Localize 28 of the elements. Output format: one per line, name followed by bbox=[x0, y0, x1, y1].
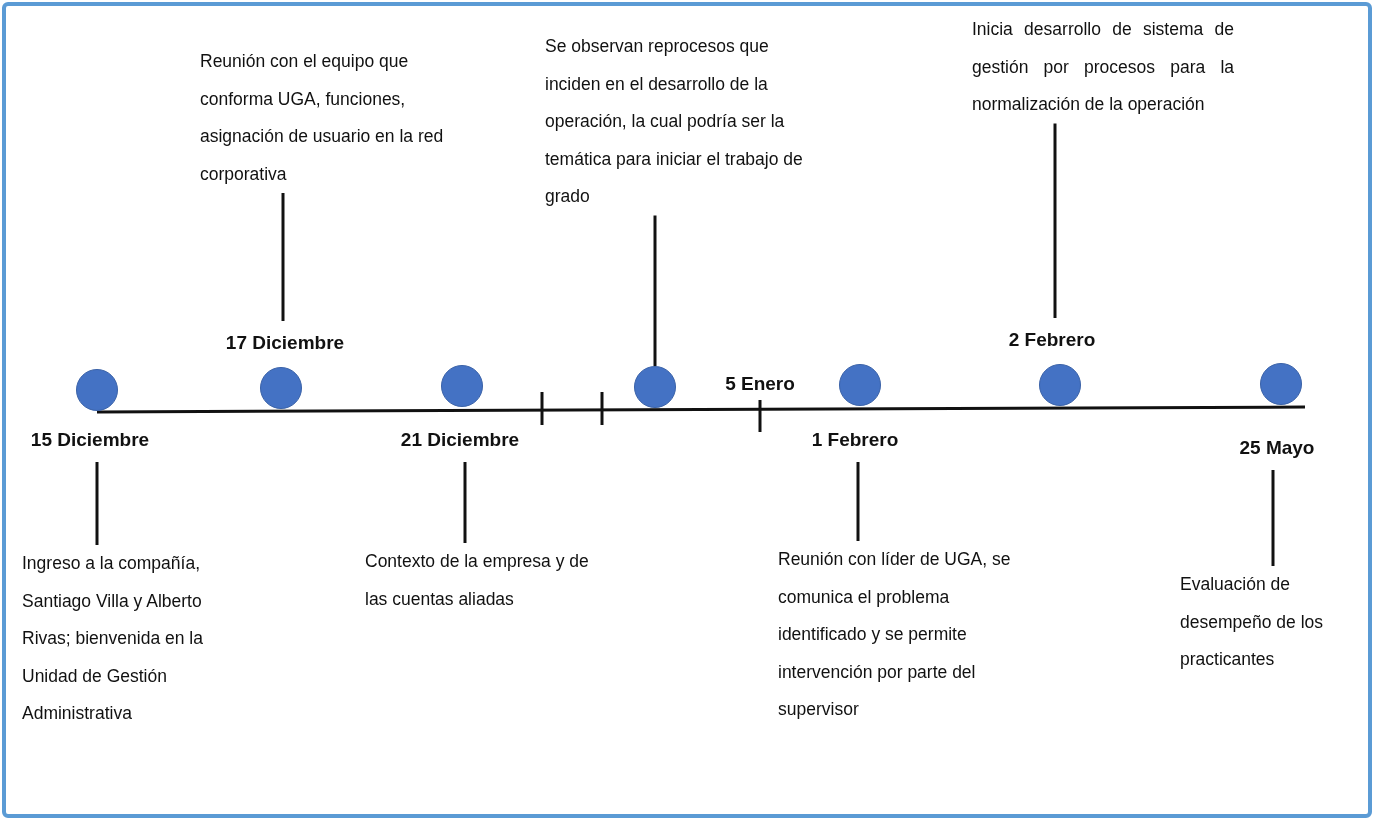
event-description: Reunión con el equipo que conforma UGA, funciones, asignación de usuario en la red corporativa bbox=[200, 50, 445, 186]
timeline-dot bbox=[634, 366, 676, 408]
event-description: Inicia desarrollo de sistema de gestión por procesos para la normalización de la operación bbox=[972, 18, 1234, 116]
connector-line bbox=[463, 462, 467, 543]
event-description: Ingreso a la compañía, Santiago Villa y Alberto Rivas; bienvenida en la Unidad de Gestión Administrativa bbox=[22, 552, 204, 725]
timeline-dot bbox=[260, 367, 302, 409]
date-label: 5 Enero bbox=[725, 373, 795, 395]
timeline-dot bbox=[1260, 363, 1302, 405]
connector-line bbox=[856, 462, 860, 541]
timeline-dot bbox=[1039, 364, 1081, 406]
timeline-dot bbox=[441, 365, 483, 407]
date-label: 1 Febrero bbox=[811, 429, 899, 451]
timeline-dot bbox=[76, 369, 118, 411]
connector-line bbox=[1053, 123, 1057, 318]
date-label: 25 Mayo bbox=[1239, 437, 1315, 459]
connector-line bbox=[653, 215, 657, 366]
event-description: Reunión con líder de UGA, se comunica el problema identificado y se permite intervención por parte del supervisor bbox=[778, 548, 1012, 721]
event-description: Se observan reprocesos que inciden en el desarrollo de la operación, la cual podría ser la temática para iniciar el trabajo de grado bbox=[545, 35, 804, 208]
connector-line bbox=[1271, 470, 1275, 566]
date-label: 17 Diciembre bbox=[225, 332, 345, 354]
event-description: Evaluación de desempeño de los practicantes bbox=[1180, 573, 1325, 671]
event-description: Contexto de la empresa y de las cuentas aliadas bbox=[365, 550, 590, 611]
date-label: 15 Diciembre bbox=[30, 429, 150, 451]
connector-line bbox=[281, 193, 285, 321]
date-label: 21 Diciembre bbox=[400, 429, 520, 451]
date-label: 2 Febrero bbox=[1008, 329, 1096, 351]
timeline-dot bbox=[839, 364, 881, 406]
connector-line bbox=[95, 462, 99, 545]
